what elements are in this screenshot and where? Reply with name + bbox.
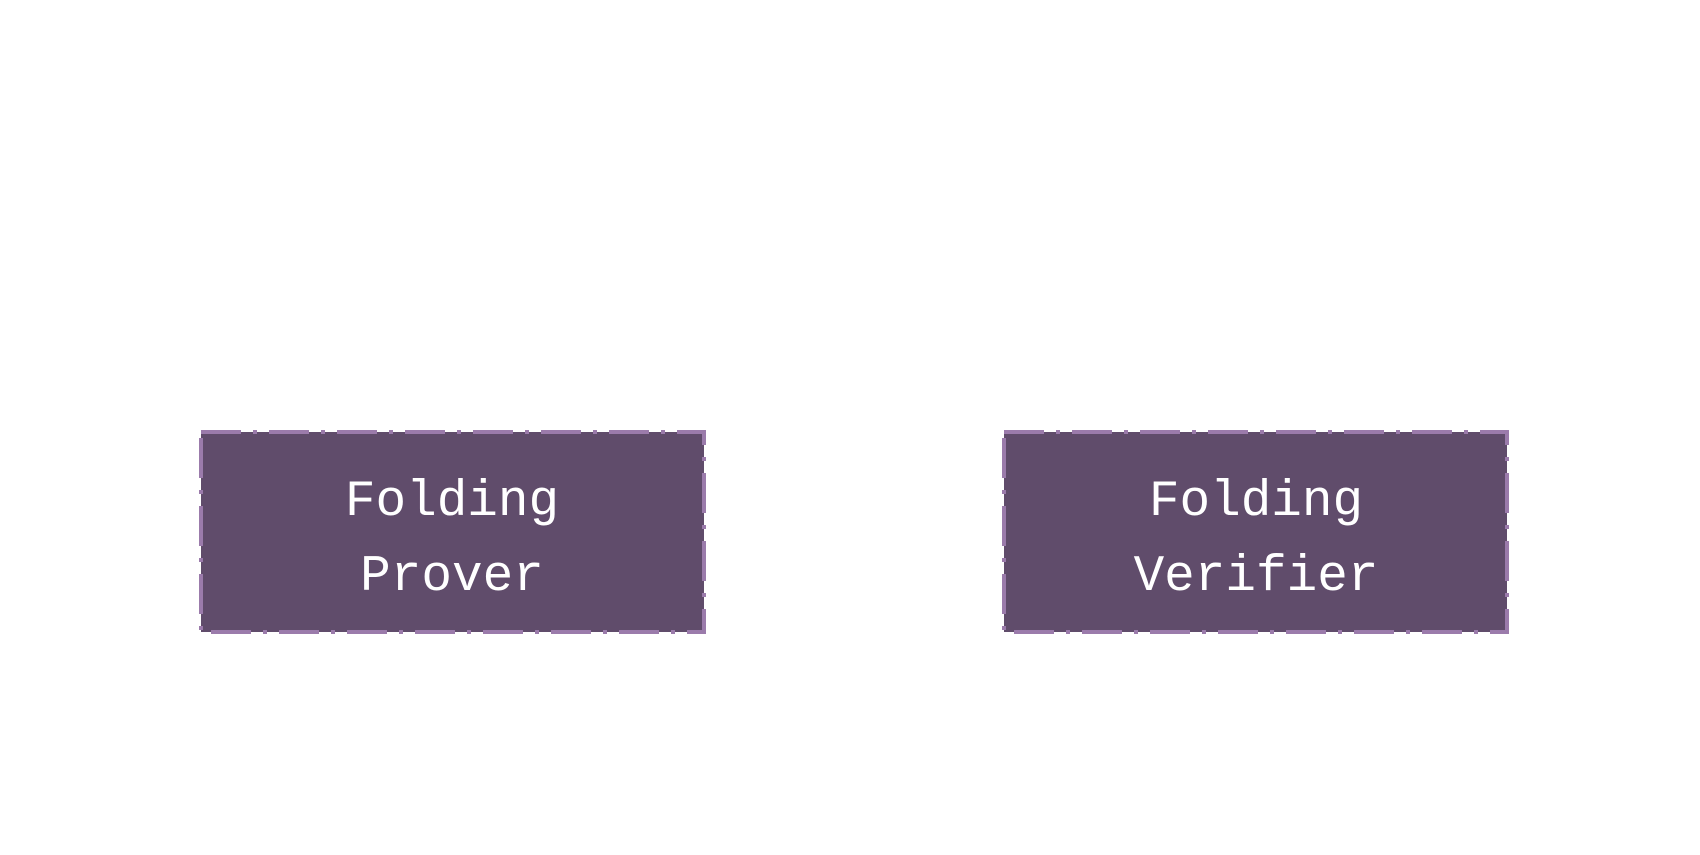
folding-prover-label-line-1: Folding <box>345 474 559 531</box>
node-folding-verifier[interactable]: Folding Verifier <box>1002 430 1509 634</box>
folding-verifier-label-line-2: Verifier <box>1134 549 1379 606</box>
folding-prover-box[interactable] <box>199 430 706 634</box>
folding-verifier-label-line-1: Folding <box>1149 474 1363 531</box>
folding-verifier-box[interactable] <box>1002 430 1509 634</box>
node-folding-prover[interactable]: Folding Prover <box>199 430 706 634</box>
folding-prover-label-line-2: Prover <box>360 549 544 606</box>
